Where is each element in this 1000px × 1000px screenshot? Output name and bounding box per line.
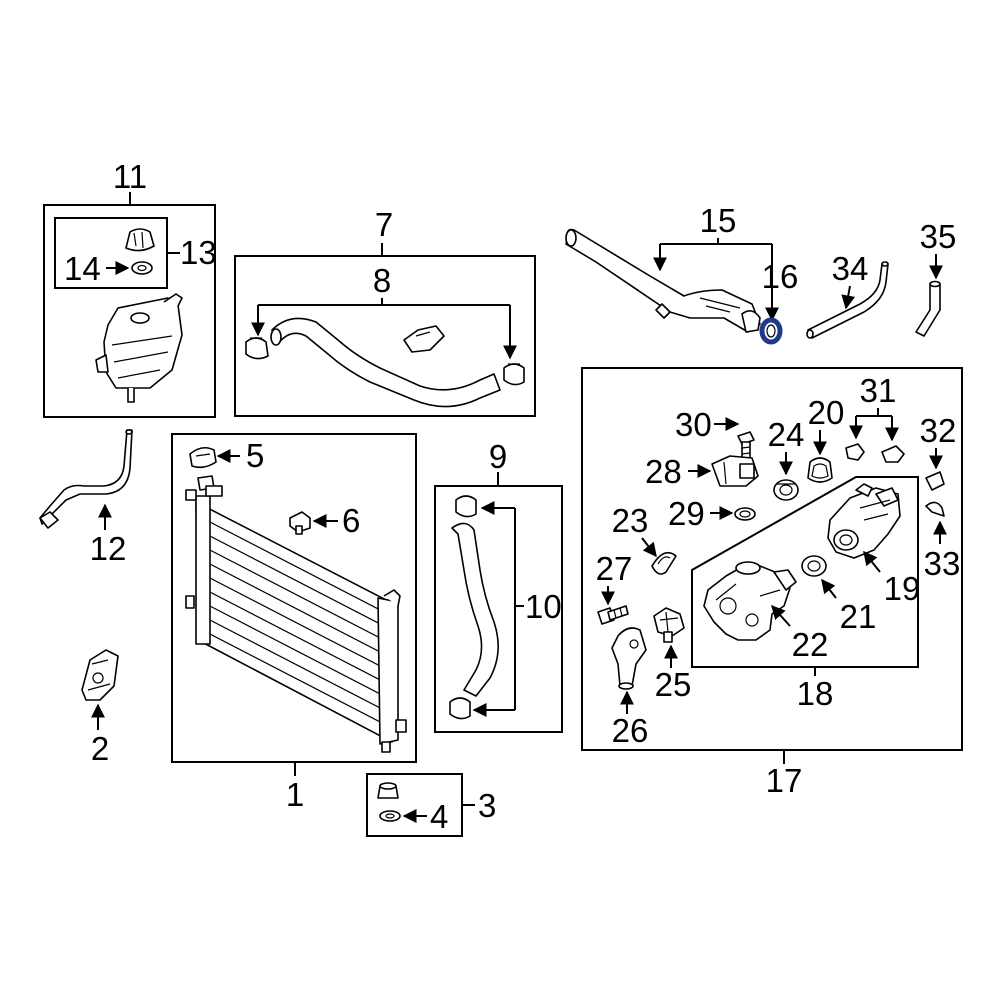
reservoir-cap-part[interactable]	[125, 228, 155, 252]
callout-29[interactable]: 29	[668, 495, 705, 532]
water-pipe-group: 15 16	[565, 202, 799, 345]
callout-18[interactable]: 18	[797, 675, 834, 712]
lower-hose-clamp-top-part[interactable]	[455, 495, 477, 518]
water-pipe-part[interactable]	[565, 228, 761, 333]
thermostat-gasket-part[interactable]	[651, 551, 677, 575]
callout-7[interactable]: 7	[375, 206, 393, 243]
callout-25[interactable]: 25	[655, 666, 692, 703]
connector-left-part[interactable]	[845, 443, 865, 461]
pipe-o-ring-part[interactable]	[759, 317, 783, 345]
callout-19[interactable]: 19	[884, 570, 921, 607]
callout-22[interactable]: 22	[792, 626, 829, 663]
housing-stud-part[interactable]	[597, 605, 629, 625]
callout-16[interactable]: 16	[762, 258, 799, 295]
callout-26[interactable]: 26	[612, 712, 649, 749]
radiator-group: 1 5 6	[171, 433, 417, 813]
callout-15[interactable]: 15	[700, 202, 737, 239]
water-inlet-part[interactable]	[611, 627, 647, 690]
coolant-outlet-part[interactable]	[711, 455, 759, 487]
o-ring-part[interactable]	[734, 507, 756, 521]
callout-12[interactable]: 12	[90, 530, 127, 567]
lower-hose-clamp-bottom-part[interactable]	[449, 697, 471, 720]
lower-hose-part[interactable]	[451, 522, 499, 697]
bypass-hose-group: 34	[806, 250, 889, 339]
small-hose-part[interactable]	[915, 280, 941, 337]
callout-23[interactable]: 23	[612, 502, 649, 539]
mount-insulator-part[interactable]	[377, 782, 399, 799]
callout-34[interactable]: 34	[832, 250, 869, 287]
callout-6[interactable]: 6	[342, 502, 360, 539]
hose-clip-part[interactable]	[925, 501, 945, 517]
radiator-bracket-part[interactable]	[81, 649, 119, 701]
callout-20[interactable]: 20	[808, 394, 845, 431]
thermostat-assembly-group: 17 18 30 28 24 20	[581, 367, 963, 799]
hose-bracket-part[interactable]	[403, 325, 445, 353]
callout-21[interactable]: 21	[840, 598, 877, 635]
thermostat-housing-part[interactable]	[703, 561, 797, 641]
housing-sub-box	[691, 476, 919, 668]
housing-o-ring-part[interactable]	[801, 555, 827, 577]
drain-plug-part[interactable]	[289, 511, 311, 535]
callout-5[interactable]: 5	[246, 437, 264, 474]
mount-washer-part[interactable]	[379, 810, 401, 822]
thermostat-part[interactable]	[653, 607, 685, 643]
cap-seal-part[interactable]	[131, 261, 153, 275]
mount-group: 3 4	[366, 773, 496, 837]
callout-30[interactable]: 30	[675, 406, 712, 443]
overflow-hose-part[interactable]	[39, 429, 133, 529]
upper-hose-clamp-left-part[interactable]	[245, 337, 269, 360]
callout-32[interactable]: 32	[920, 412, 957, 449]
callout-8[interactable]: 8	[373, 262, 391, 299]
housing-bolt-part[interactable]	[737, 431, 755, 465]
callout-17[interactable]: 17	[766, 762, 803, 799]
callout-24[interactable]: 24	[768, 416, 805, 453]
upper-hose-group: 7 8	[234, 206, 536, 417]
callout-4[interactable]: 4	[430, 798, 448, 835]
callout-2[interactable]: 2	[91, 730, 109, 767]
callout-11[interactable]: 11	[113, 158, 147, 195]
bypass-hose-part[interactable]	[806, 261, 889, 339]
hose-fitting-part[interactable]	[925, 471, 945, 491]
housing-gasket-part[interactable]	[807, 457, 833, 483]
connector-right-part[interactable]	[881, 445, 905, 463]
callout-33[interactable]: 33	[924, 545, 961, 582]
callout-28[interactable]: 28	[645, 453, 682, 490]
callout-3[interactable]: 3	[478, 787, 496, 824]
callout-27[interactable]: 27	[596, 550, 633, 587]
callout-1[interactable]: 1	[286, 776, 304, 813]
callout-9[interactable]: 9	[489, 438, 507, 475]
outlet-housing-part[interactable]	[827, 483, 901, 559]
callout-31[interactable]: 31	[860, 372, 897, 409]
radiator-core-part[interactable]	[185, 475, 407, 753]
upper-hose-part[interactable]	[270, 317, 501, 408]
callout-10[interactable]: 10	[525, 588, 562, 625]
lower-hose-group: 9 10	[434, 438, 563, 733]
upper-hose-clamp-right-part[interactable]	[503, 363, 525, 386]
callout-14[interactable]: 14	[64, 250, 101, 287]
reservoir-group: 11 13 14	[43, 158, 217, 418]
radiator-cap-part[interactable]	[189, 446, 217, 469]
callout-13[interactable]: 13	[180, 234, 217, 271]
small-hose-group: 35	[915, 218, 957, 337]
thermostat-assembly-box	[581, 367, 963, 751]
reservoir-tank-part[interactable]	[95, 293, 183, 403]
upper-hose-box	[234, 255, 536, 417]
callout-35[interactable]: 35	[920, 218, 957, 255]
outlet-seal-part[interactable]	[773, 479, 799, 501]
